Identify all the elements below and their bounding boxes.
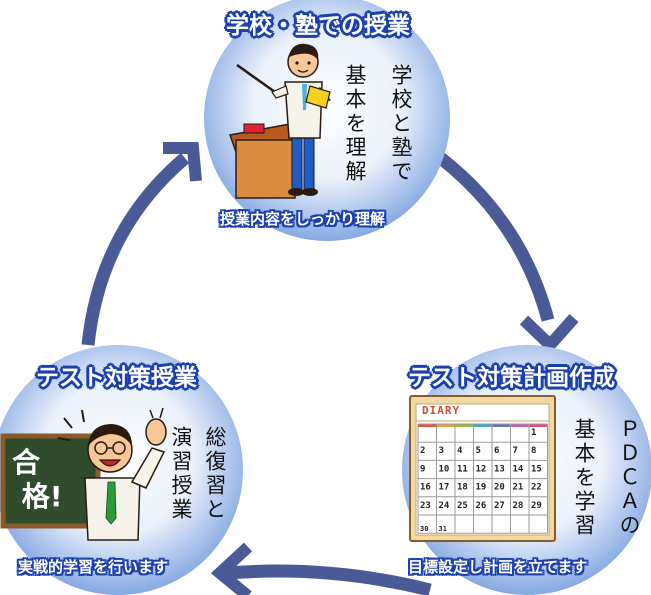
- calendar-day: 4: [457, 446, 463, 456]
- node-vertical-school-line2: 基本を理解: [343, 64, 367, 184]
- calendar-day: 12: [476, 464, 487, 474]
- calendar-day: 14: [513, 464, 524, 474]
- arrow-plan-to-exam: [227, 564, 432, 595]
- node-vertical-plan-line2: 基本を学習: [572, 418, 596, 538]
- calendar-day: 11: [457, 464, 468, 474]
- calendar-day: 22: [531, 483, 542, 493]
- calendar-day: 19: [476, 483, 487, 493]
- calendar-day: 29: [531, 501, 542, 511]
- calendar-day: 21: [513, 483, 524, 493]
- calendar-strip-segment: [473, 424, 492, 427]
- calendar-day: 26: [476, 501, 487, 511]
- calendar-day: 30: [420, 525, 428, 533]
- arrowhead-school: [163, 142, 202, 182]
- node-title-school: 学校・塾での授業: [226, 13, 410, 39]
- calendar-day: 7: [513, 446, 518, 456]
- calendar-day: 17: [439, 483, 450, 493]
- calendar-day: 16: [420, 483, 431, 493]
- arrowhead-plan: [519, 314, 579, 354]
- calendar-strip-segment: [510, 424, 529, 427]
- calendar-strip-segment: [529, 424, 548, 427]
- calendar-strip-segment: [492, 424, 511, 427]
- node-title-exam: テスト対策授業: [36, 365, 197, 391]
- node-vertical-school-line1: 学校と塾で: [389, 64, 413, 184]
- circle-exam: [0, 345, 243, 595]
- calendar-strip-segment: [436, 424, 455, 427]
- calendar-day: 8: [531, 446, 536, 456]
- arrowhead-exam: [210, 542, 253, 595]
- node-title-plan: テスト対策計画作成: [408, 365, 615, 391]
- calendar-day: 20: [494, 483, 505, 493]
- node-vertical-exam-line2: 演習授業: [169, 426, 193, 522]
- node-caption-plan: 目標設定し計画を立てます: [408, 558, 588, 576]
- arrow-exam-to-school: [81, 153, 190, 346]
- calendar-day: 13: [494, 464, 505, 474]
- calendar-day: 27: [494, 501, 505, 511]
- calendar-header: DIARY: [422, 404, 461, 417]
- calendar-day: 2: [420, 446, 425, 456]
- calendar-day: 18: [457, 483, 468, 493]
- calendar-day: 24: [439, 501, 450, 511]
- node-caption-exam: 実戦的学習を行います: [18, 558, 169, 576]
- blackboard-text: 合 格!: [12, 446, 63, 513]
- arrow-school-to-plan: [426, 144, 555, 322]
- calendar-day: 3: [439, 446, 444, 456]
- calendar-day: 9: [420, 464, 425, 474]
- calendar-day: 1: [531, 428, 536, 438]
- calendar-day: 28: [513, 501, 524, 511]
- calendar-day: 31: [439, 525, 447, 533]
- calendar-day: 15: [531, 464, 542, 474]
- node-caption-school: 授業内容をしっかり理解: [220, 210, 386, 228]
- calendar-day: 10: [439, 464, 450, 474]
- calendar-day: 23: [420, 501, 431, 511]
- calendar-day: 6: [494, 446, 499, 456]
- node-vertical-plan-line1: ＰＤＣＡの: [617, 418, 641, 538]
- celebrating-teacher-blackboard-illustration: [0, 407, 167, 541]
- calendar-strip-segment: [455, 424, 474, 427]
- calendar-day: 5: [476, 446, 481, 456]
- teacher-at-podium-illustration: [229, 43, 332, 199]
- calendar-day: 25: [457, 501, 468, 511]
- calendar-strip-segment: [418, 424, 437, 427]
- node-vertical-exam-line1: 総復習と: [203, 426, 227, 522]
